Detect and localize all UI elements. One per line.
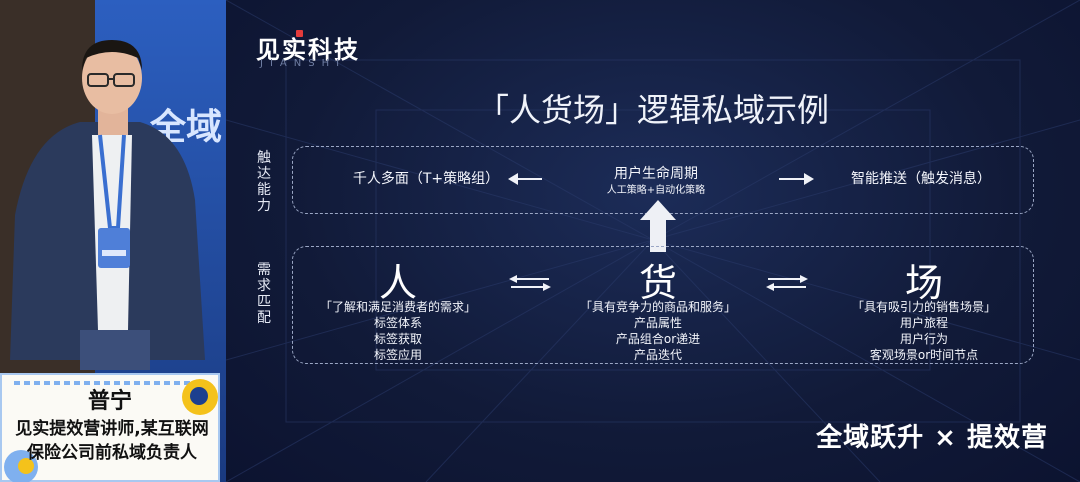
- column-head-goods: 货: [638, 261, 677, 305]
- event-footer-logo: 全域跃升 × 提效营: [816, 423, 1048, 453]
- right-arrow: [779, 178, 807, 180]
- reach-center-text: 用户生命周期: [614, 166, 698, 182]
- column-item: 标签获取: [373, 332, 422, 346]
- column-item: 用户行为: [899, 332, 948, 346]
- column-item: 用户旅程: [899, 316, 948, 330]
- up-arrow: [640, 200, 676, 252]
- column-item: 标签体系: [373, 316, 422, 330]
- column-head-people: 人: [378, 261, 417, 305]
- column-subtitle: 「了解和满足消费者的需求」: [319, 300, 476, 314]
- left-arrow: [514, 178, 542, 180]
- demand-box: [292, 246, 1034, 364]
- column-subtitle: 「具有吸引力的销售场景」: [851, 300, 996, 314]
- logo-accent: [296, 30, 303, 37]
- exchange-arrow-icon: [766, 275, 808, 291]
- column-item: 客观场景or时间节点: [869, 348, 979, 362]
- exchange-arrow-icon: [509, 275, 551, 291]
- speaker-title: 见实提效营讲师,某互联网 保险公司前私域负责人: [10, 417, 214, 465]
- decorative-circle: [4, 450, 38, 482]
- speaker-title-line: 保险公司前私域负责人: [27, 443, 197, 463]
- decorative-circle: [182, 379, 218, 415]
- presentation-slide: 见实科技 JIANSHI 「人货场」逻辑私域示例 触达能力 需求匹配 千人多面（…: [226, 0, 1080, 482]
- column-item: 标签应用: [373, 348, 422, 362]
- column-subtitle: 「具有竞争力的商品和服务」: [579, 300, 736, 314]
- column-head-scene: 场: [904, 261, 943, 305]
- speaker-title-line: 见实提效营讲师,某互联网: [15, 419, 209, 439]
- reach-row-label: 触达能力: [257, 150, 271, 214]
- column-item: 产品迭代: [633, 348, 682, 362]
- speaker-name: 普宁: [87, 389, 132, 414]
- demand-row-label: 需求匹配: [257, 262, 271, 326]
- left-arrow-head: [508, 173, 518, 185]
- right-arrow-head: [804, 173, 814, 185]
- column-item: 产品属性: [633, 316, 682, 330]
- brand-logo: 见实科技: [256, 36, 360, 64]
- reach-right-text: 智能推送（触发消息）: [851, 171, 991, 187]
- reach-center-sub: 人工策略+自动化策略: [606, 185, 706, 196]
- column-item: 产品组合or递进: [615, 332, 701, 346]
- speaker-nameplate: 普宁 见实提效营讲师,某互联网 保险公司前私域负责人: [0, 373, 220, 482]
- reach-left-text: 千人多面（T+策略组）: [352, 171, 500, 187]
- brand-logo-sub: JIANSHI: [260, 58, 347, 69]
- speaker-figure: [10, 40, 205, 370]
- grid-background: [226, 0, 1080, 482]
- speaker-video: 全域 普宁 见实提效营讲师,某互联网 保险公司前私域负责人: [0, 0, 226, 482]
- nameplate-stripe: [14, 381, 199, 385]
- slide-title: 「人货场」逻辑私域示例: [476, 91, 829, 129]
